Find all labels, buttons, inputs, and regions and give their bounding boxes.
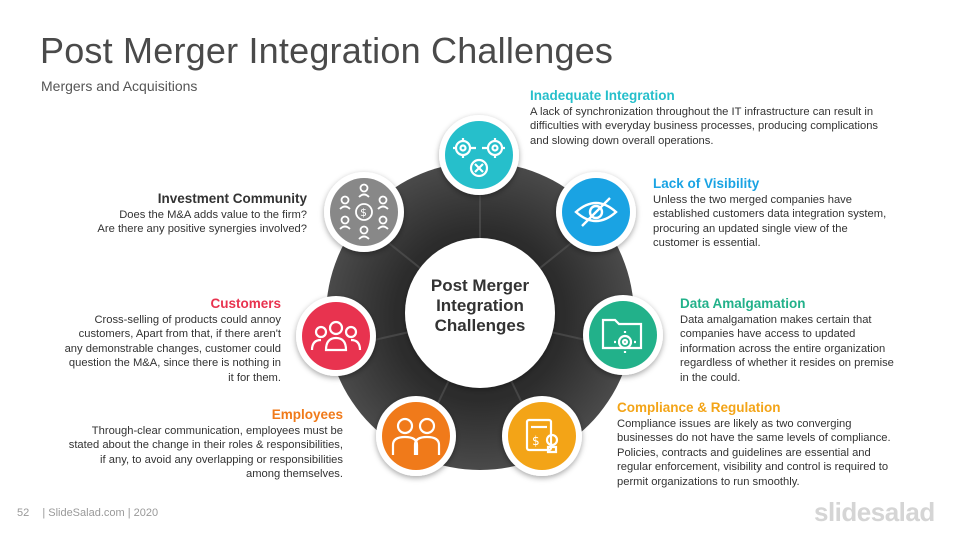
item-desc-inadequate-integration: A lack of synchronization throughout the… — [530, 106, 879, 147]
page-title: Post Merger Integration Challenges — [40, 30, 614, 71]
item-title-inadequate-integration: Inadequate Integration — [530, 88, 675, 103]
investors-icon: $ — [339, 183, 389, 240]
footer: 52 | SlideSalad.com | 2020 — [17, 507, 158, 519]
document-stamp-icon: $ — [525, 418, 559, 454]
svg-text:$: $ — [532, 434, 540, 448]
item-title-employees: Employees — [271, 407, 343, 422]
center-label-line3: Challenges — [434, 316, 526, 335]
item-title-data-amalgamation: Data Amalgamation — [680, 296, 806, 311]
page-number: 52 — [17, 507, 30, 519]
customers-icon — [310, 320, 362, 352]
center-disc — [405, 238, 555, 388]
eye-slash-icon — [574, 197, 618, 227]
center-label-line1: Post Merger — [430, 276, 530, 295]
employees-icon — [391, 417, 441, 455]
item-title-customers: Customers — [210, 296, 281, 311]
footer-text: | SlideSalad.com | 2020 — [42, 507, 159, 519]
node-inadequate-integration — [439, 115, 519, 195]
item-desc-employees: Through-clear communication, employees m… — [68, 425, 343, 481]
center-label-line2: Integration — [436, 296, 524, 315]
item-title-compliance-regulation: Compliance & Regulation — [617, 400, 781, 415]
node-employees — [376, 396, 456, 476]
item-desc-data-amalgamation: Data amalgamation makes certain that com… — [680, 314, 894, 384]
item-desc-lack-of-visibility: Unless the two merged companies have est… — [653, 194, 887, 250]
item-title-investment-community: Investment Community — [157, 191, 307, 206]
node-investment-community: $ — [324, 172, 404, 252]
center-label: Post Merger Integration Challenges — [410, 276, 550, 336]
node-lack-of-visibility — [556, 172, 636, 252]
folder-gear-icon — [601, 318, 643, 353]
item-desc-investment-community: Does the M&A adds value to the firm? Are… — [97, 209, 307, 236]
node-data-amalgamation — [583, 295, 663, 375]
page-subtitle: Mergers and Acquisitions — [41, 78, 198, 94]
item-desc-customers: Cross-selling of products could annoy cu… — [64, 314, 281, 384]
item-desc-compliance-regulation: Compliance issues are likely as two conv… — [617, 418, 891, 488]
svg-text:$: $ — [360, 206, 367, 219]
item-title-lack-of-visibility: Lack of Visibility — [653, 176, 760, 191]
node-compliance-regulation: $ — [502, 396, 582, 476]
brand-logo: slidesalad — [814, 497, 935, 527]
gears-icon — [453, 138, 505, 178]
node-customers — [296, 296, 376, 376]
